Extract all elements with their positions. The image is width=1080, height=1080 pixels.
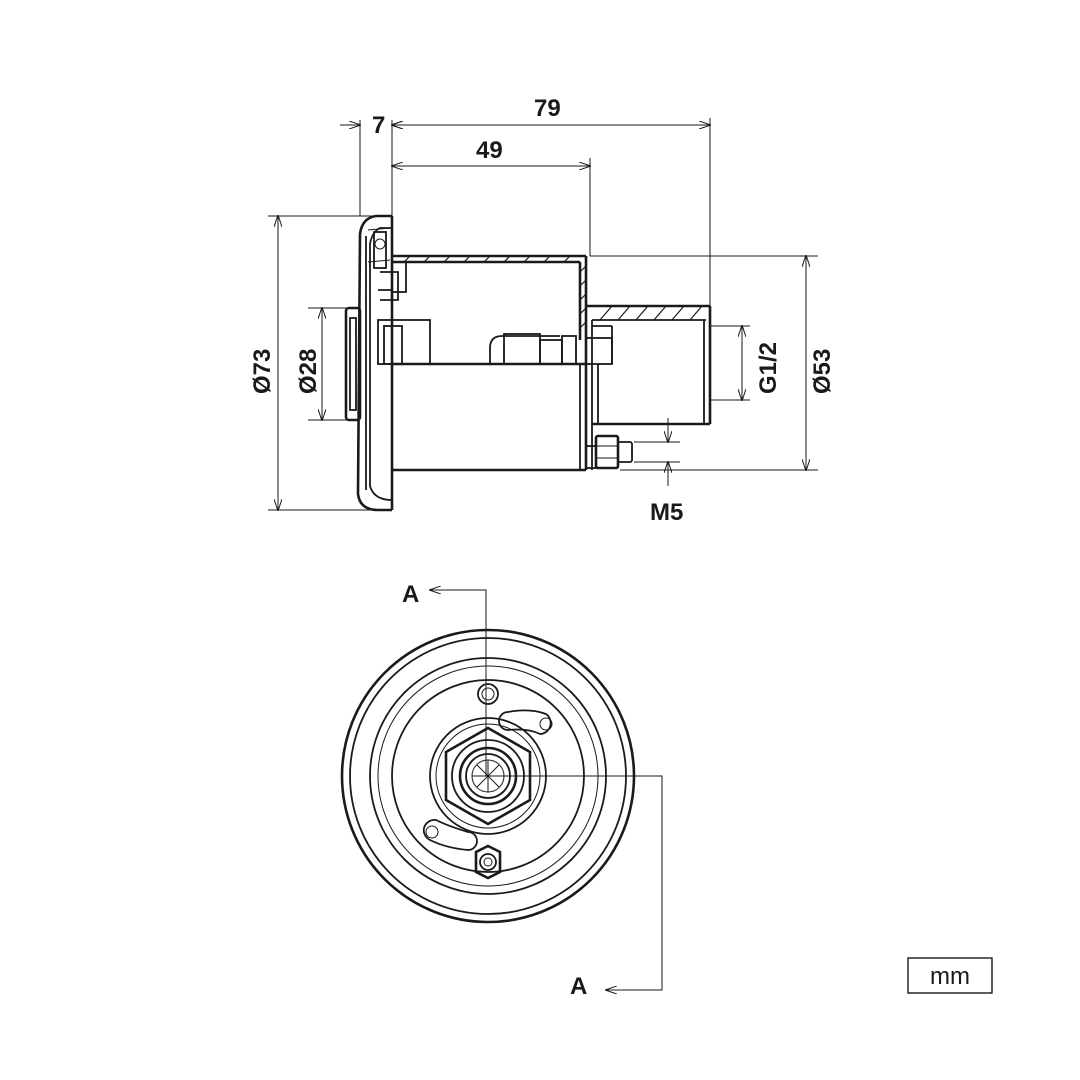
section-label-bottom: A [570, 973, 587, 1000]
m5-nut-front [474, 844, 502, 880]
rear-spigot [586, 304, 712, 470]
dim-flange-diameter: Ø73 [249, 216, 380, 510]
dim-body-diameter: Ø53 [590, 256, 836, 470]
dim-bolt-size: M5 [634, 418, 683, 526]
dim-o53-label: Ø53 [809, 349, 836, 394]
dim-body-length: 49 [392, 137, 590, 256]
dim-opening-diameter: Ø28 [295, 308, 350, 420]
flange [356, 214, 394, 512]
slot-upper [498, 709, 552, 735]
units-label: mm [930, 963, 970, 990]
units-box: mm [907, 957, 993, 994]
dim-thread-size: G1/2 [710, 326, 782, 400]
section-line: A A [402, 581, 663, 1000]
dim-flange-thickness: 7 [340, 112, 412, 216]
dim-o28-label: Ø28 [295, 349, 322, 394]
dim-g12-label: G1/2 [755, 342, 782, 394]
screw-hole-top [477, 683, 499, 705]
side-view: 7 79 49 Ø73 Ø28 [249, 95, 836, 526]
body [392, 254, 613, 472]
dim-overall-length: 79 [392, 95, 710, 306]
nozzle-lip [344, 306, 362, 422]
dim-79-label: 79 [534, 95, 561, 122]
slot-lower [422, 819, 478, 851]
dim-o73-label: Ø73 [249, 349, 276, 394]
m5-bolt [585, 434, 633, 470]
dim-49-label: 49 [476, 137, 503, 164]
front-view: A A [340, 581, 663, 1000]
inner-insert [377, 261, 431, 365]
dim-m5-label: M5 [650, 499, 683, 526]
section-label-top: A [402, 581, 419, 608]
dim-7-label: 7 [372, 112, 385, 139]
